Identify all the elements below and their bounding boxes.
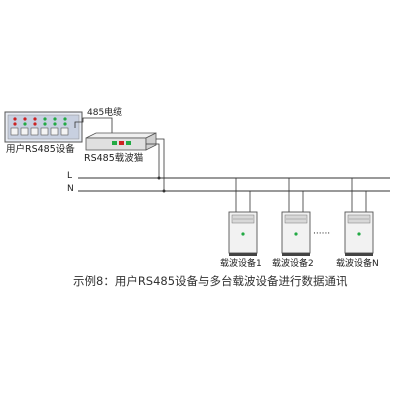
device-1-label: 载波设备1: [220, 259, 262, 269]
device-leds-top: [13, 117, 67, 126]
user-device-label: 用户RS485设备: [6, 144, 75, 155]
connection-dots: [157, 176, 166, 193]
user-rs485-device: [4, 111, 83, 143]
carrier-device-n: [344, 211, 374, 256]
rs485-cable: [74, 117, 113, 146]
device-ports: [10, 127, 69, 136]
rs485-carrier-module: [85, 132, 157, 151]
module-power-leads: [146, 138, 165, 191]
carrier-module-label: RS485载波猫: [84, 153, 144, 164]
figure-caption: 示例8：用户RS485设备与多台载波设备进行数据通讯: [73, 274, 348, 288]
carrier-device-1: [228, 211, 258, 256]
carrier-device-2: [281, 211, 311, 256]
line-N-label: N: [67, 184, 74, 194]
ellipsis-label: ······: [313, 229, 331, 239]
device-n-label: 载波设备N: [336, 259, 379, 269]
line-L-label: L: [67, 171, 73, 181]
cable-label: 485电缆: [87, 108, 123, 118]
device-drop-leads: [235, 178, 367, 215]
device-2-label: 载波设备2: [272, 259, 314, 269]
